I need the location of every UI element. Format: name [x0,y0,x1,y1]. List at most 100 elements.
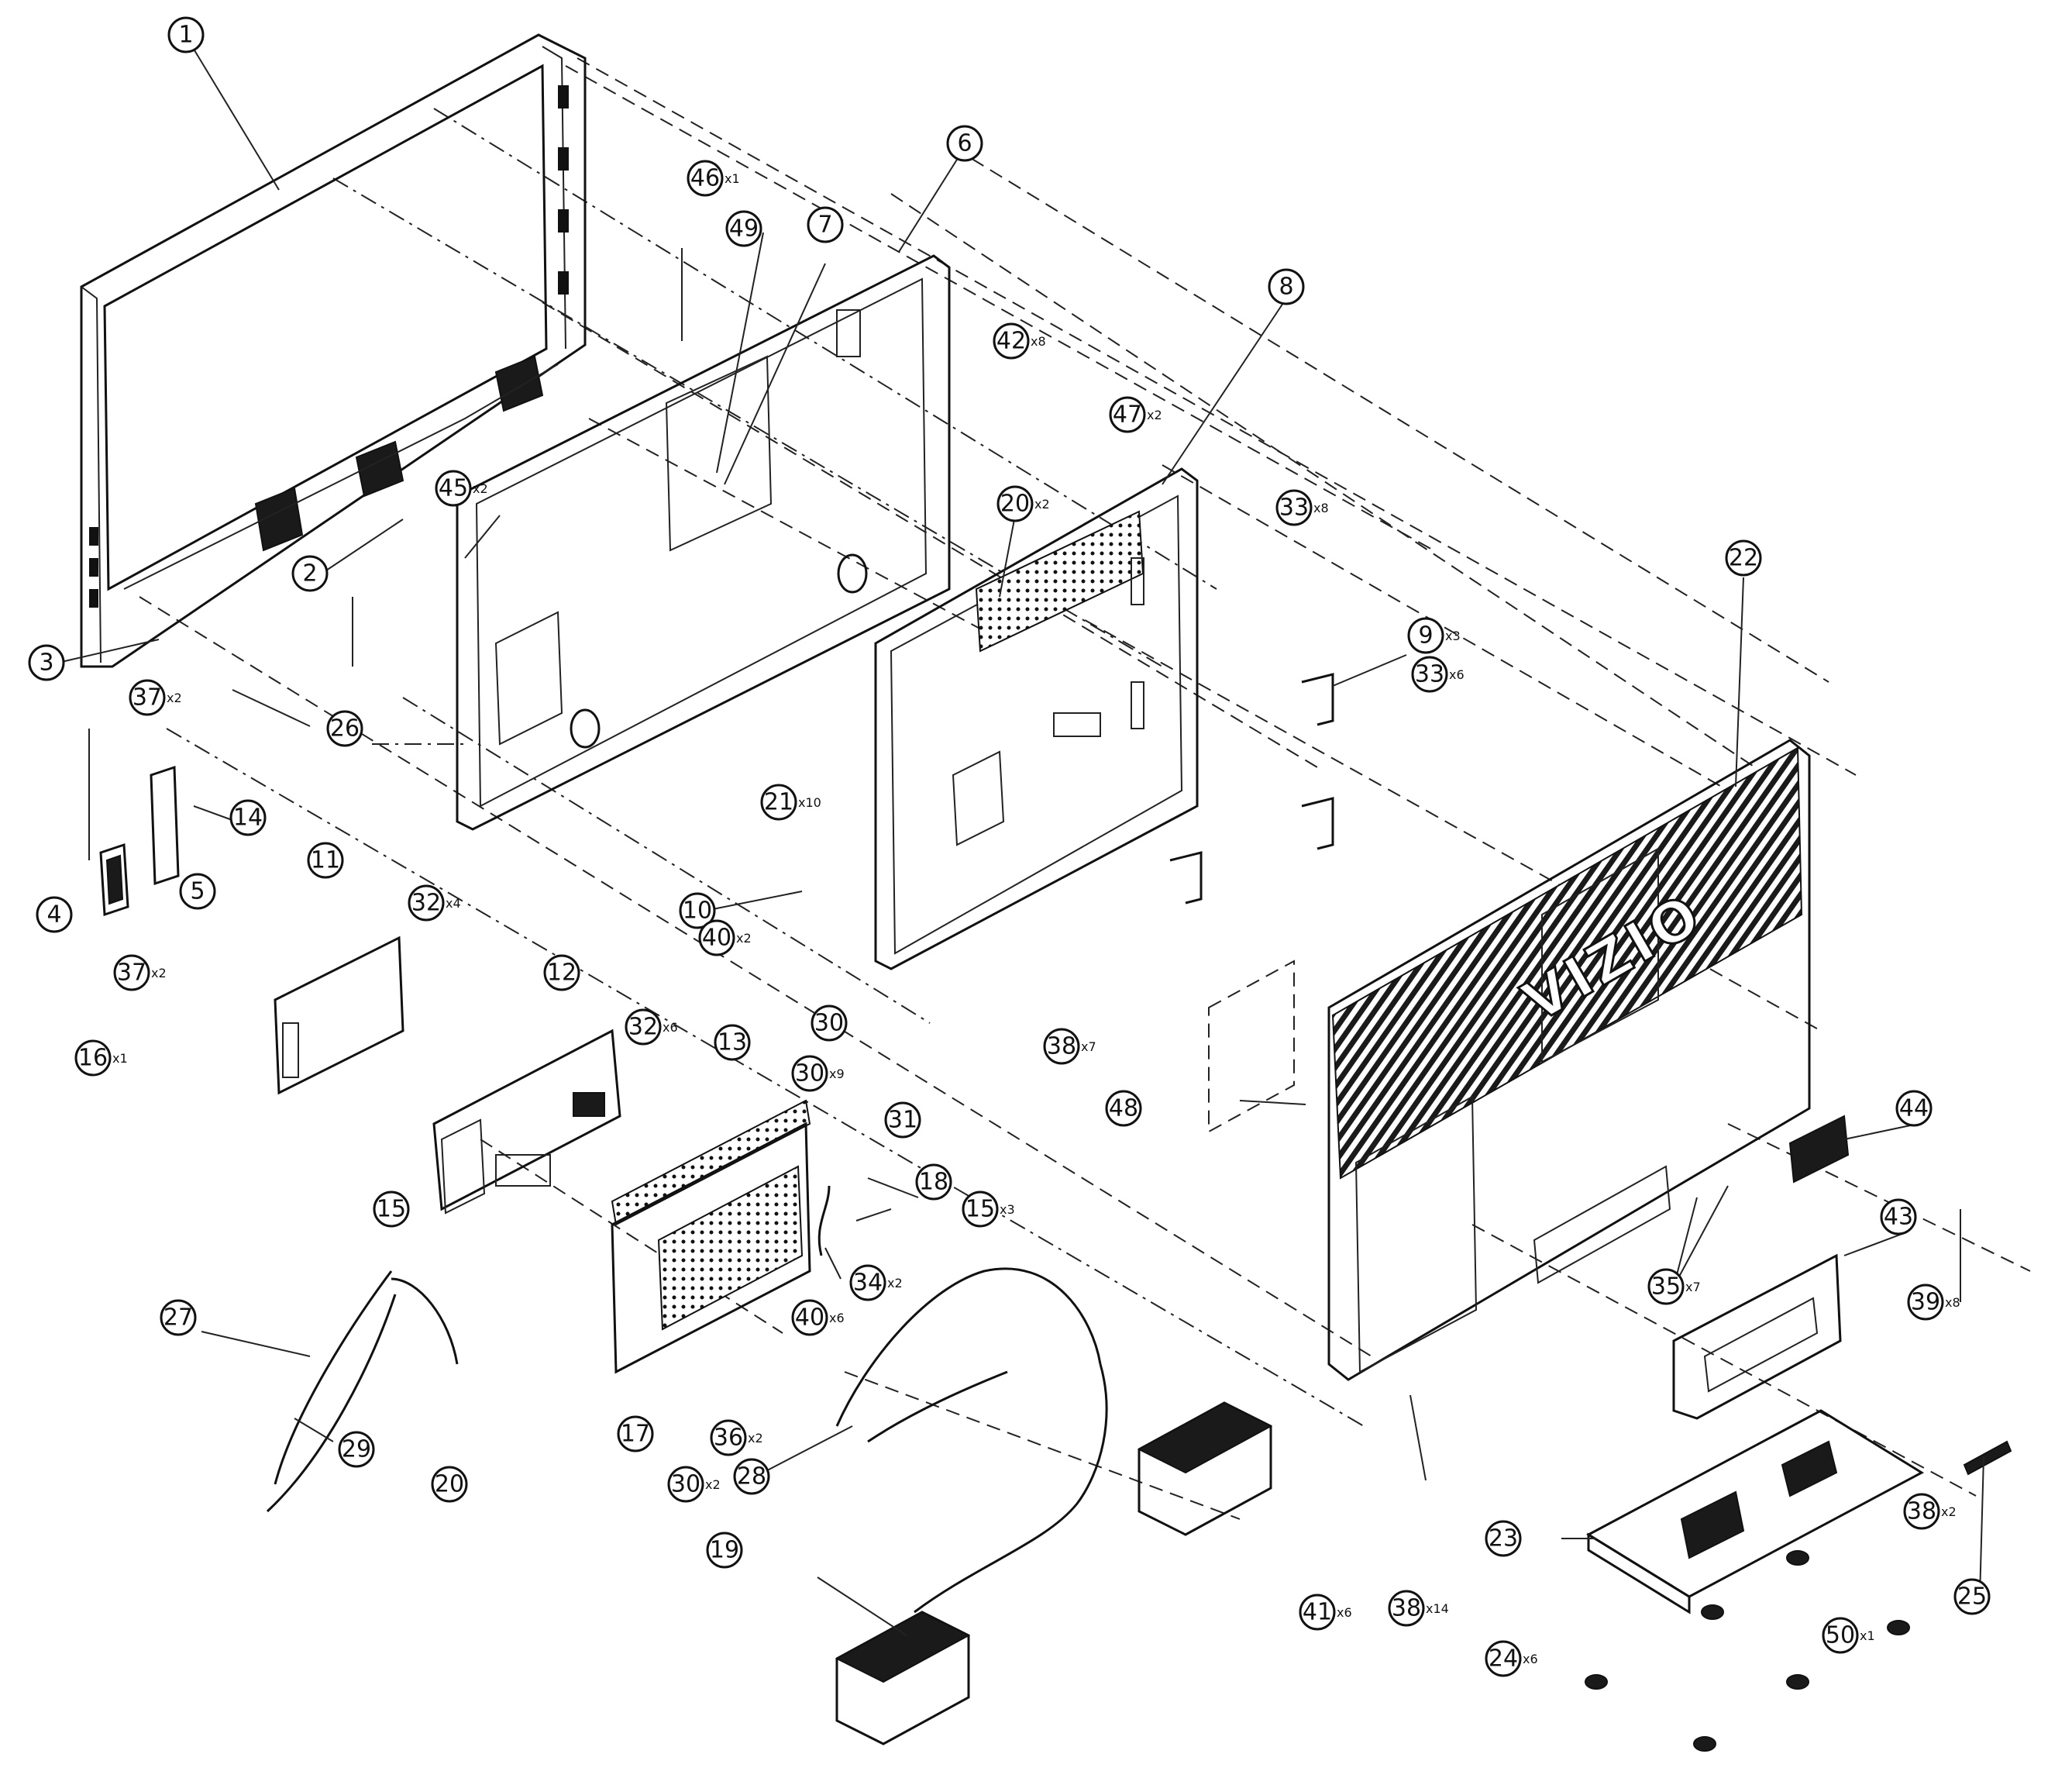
callout-circle [733,1458,770,1495]
middle-frame [456,254,951,831]
callout-number: 31 [888,1107,917,1134]
metal-shield [611,1099,811,1374]
callout-circle [1822,1617,1859,1654]
callout-48: 48 [1105,1090,1142,1127]
callout-circle [179,873,216,910]
power-supply-brick-2 [1137,1401,1273,1536]
callout-quantity: x7 [1081,1039,1096,1054]
callout-circle [625,1008,662,1046]
callout-number: 37 [117,960,146,987]
callout-circle [884,1101,921,1139]
callout-circle [679,892,716,929]
callout-circle [129,679,166,716]
callout-circle [229,799,267,836]
callout-number: 17 [621,1421,650,1448]
callout-circle [1907,1284,1944,1321]
callout-number: 2 [302,560,317,587]
callout-quantity: x2 [705,1477,721,1492]
rear-chassis [874,467,1199,970]
callout-circle [28,644,65,681]
callout-circle [617,1415,654,1452]
callout-circle [706,1532,743,1569]
callout-circle [1275,489,1313,526]
callout-number: 20 [1000,491,1030,518]
callout-number: 11 [311,847,340,874]
callout-number: 8 [1279,274,1293,301]
callout-37: 37 x2 [113,954,167,991]
callout-number: 32 [411,890,441,917]
callout-circle [993,322,1030,360]
callout-number: 13 [718,1029,747,1056]
callout-number: 26 [330,715,360,743]
callout-number: 5 [190,878,205,905]
callout-49: 49 [725,210,762,247]
callout-number: 24 [1489,1645,1518,1673]
callout-number: 38 [1392,1595,1421,1622]
callout-circle [725,210,762,247]
callout-circle [1725,539,1762,577]
callout-quantity: x2 [151,966,167,980]
callout-23: 23 [1485,1520,1522,1557]
callout-number: 29 [342,1436,371,1463]
callout-number: 27 [163,1304,193,1332]
callout-circle [1388,1590,1425,1627]
callout-30: 30 [811,1004,848,1042]
callout-circle [307,842,344,879]
callout-26: 26 [326,710,363,747]
leader-lines [57,42,1984,1636]
main-board [432,1029,621,1215]
callout-20: 20 [431,1466,468,1503]
callout-number: 38 [1047,1033,1076,1060]
callout-quantity: x6 [829,1311,845,1325]
callout-quantity: x6 [1337,1605,1352,1620]
cable-harnesses [266,1185,1108,1614]
callout-circle [1895,1090,1933,1127]
callout-15: 15 [373,1191,410,1228]
callout-number: 49 [729,215,759,243]
callout-circle [667,1466,704,1503]
callout-28: 28 [733,1458,770,1495]
callout-circle [167,16,205,53]
callout-number: 20 [435,1471,464,1498]
callout-circle [543,954,580,991]
callout-circle [687,160,724,197]
callout-43: 43 [1880,1198,1917,1235]
callout-number: 14 [233,805,263,832]
callout-quantity: x6 [663,1020,678,1035]
callout-number: 1 [178,22,193,49]
callout-circle [74,1039,112,1077]
callout-number: 3 [39,650,53,677]
callout-number: 36 [714,1425,743,1452]
callout-number: 21 [764,789,793,816]
callout-27: 27 [160,1299,197,1336]
callout-circle [698,919,735,956]
callout-number: 46 [690,165,720,192]
callout-circle [962,1191,999,1228]
callout-number: 30 [795,1060,824,1087]
front-bezel [80,33,587,668]
callout-circle [1647,1268,1685,1305]
callout-circle [1105,1090,1142,1127]
callout-number: 33 [1279,494,1309,522]
callout-31: 31 [884,1101,921,1139]
callout-number: 9 [1418,622,1433,650]
callout-number: 19 [710,1537,739,1564]
callout-number: 48 [1109,1095,1138,1122]
callout-number: 22 [1729,545,1758,572]
callout-12: 12 [543,954,580,991]
